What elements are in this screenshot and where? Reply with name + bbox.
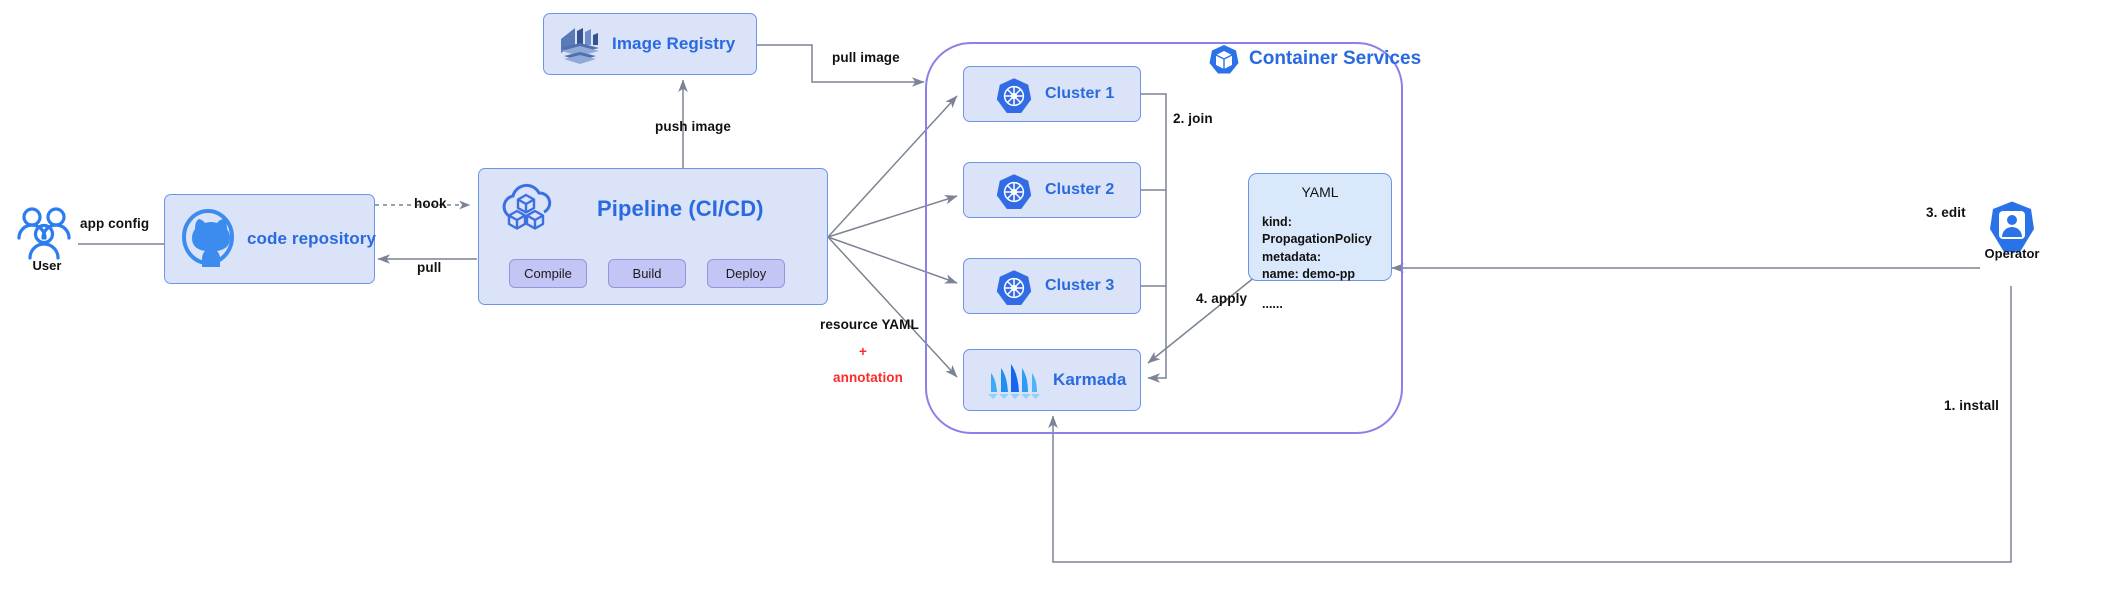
edge-label-push-image: push image [655, 119, 732, 134]
edge-label-hook: hook [414, 196, 447, 211]
operator-actor [1987, 200, 2037, 256]
kubernetes-icon [995, 269, 1033, 312]
pipeline-stage-build[interactable]: Build [608, 259, 686, 288]
pipeline-stage-compile[interactable]: Compile [509, 259, 587, 288]
yaml-card[interactable]: YAML kind: PropagationPolicy metadata: n… [1248, 173, 1392, 311]
cluster-label: Cluster 3 [1045, 277, 1115, 294]
registry-stack-icon [558, 25, 602, 70]
node-cluster-2[interactable]: Cluster 2 [963, 162, 1141, 218]
edge-label-app-config: app config [80, 216, 150, 231]
pipeline-stage-label: Deploy [725, 266, 767, 281]
user-label: User [32, 258, 62, 273]
users-group-icon [17, 207, 71, 260]
edge-label-apply: 4. apply [1196, 291, 1248, 306]
yaml-line: name: demo-pp [1262, 266, 1356, 281]
operator-person-icon [1990, 201, 2034, 252]
code-repository-label: code repository [247, 229, 377, 248]
node-image-registry[interactable]: Image Registry [543, 13, 757, 75]
edge-label-join: 2. join [1173, 111, 1213, 126]
kubernetes-icon [995, 173, 1033, 216]
yaml-ellipsis: ...... [1262, 297, 1283, 311]
pipeline-stage-deploy[interactable]: Deploy [707, 259, 785, 288]
node-cluster-1[interactable]: Cluster 1 [963, 66, 1141, 122]
edge-label-pull: pull [417, 260, 442, 275]
pipeline-label: Pipeline (CI/CD) [597, 196, 764, 221]
node-cluster-3[interactable]: Cluster 3 [963, 258, 1141, 314]
node-karmada[interactable]: Karmada [963, 349, 1141, 411]
karmada-sails-icon [984, 361, 1044, 408]
container-services-frame [925, 42, 1403, 434]
edge-label-install: 1. install [1944, 398, 2000, 413]
pipeline-stage-label: Build [632, 266, 662, 281]
yaml-line: kind: PropagationPolicy [1262, 215, 1372, 247]
node-code-repository[interactable]: code repository [164, 194, 377, 284]
edge-label-plus: + [859, 344, 867, 359]
user-actor [16, 204, 78, 266]
edge-label-edit: 3. edit [1926, 205, 1966, 220]
kubernetes-icon [995, 77, 1033, 120]
operator-label: Operator [1984, 246, 2040, 261]
pipeline-stage-label: Compile [524, 266, 572, 281]
yaml-title: YAML [1301, 184, 1339, 200]
karmada-label: Karmada [1053, 370, 1127, 389]
edge-label-pull-image: pull image [832, 50, 900, 65]
container-services-label: Container Services [1249, 48, 1422, 69]
yaml-line: metadata: [1262, 249, 1322, 264]
cloud-cubes-icon [495, 181, 557, 242]
cluster-label: Cluster 2 [1045, 181, 1115, 198]
node-pipeline[interactable]: Pipeline (CI/CD) Compile Build Deploy [478, 168, 828, 305]
edge-label-resource-yaml: resource YAML [820, 317, 919, 332]
edge-label-annotation: annotation [833, 370, 903, 385]
container-cube-icon [1208, 44, 1240, 81]
image-registry-label: Image Registry [612, 34, 736, 53]
github-octocat-icon [179, 207, 237, 278]
cluster-label: Cluster 1 [1045, 85, 1115, 102]
